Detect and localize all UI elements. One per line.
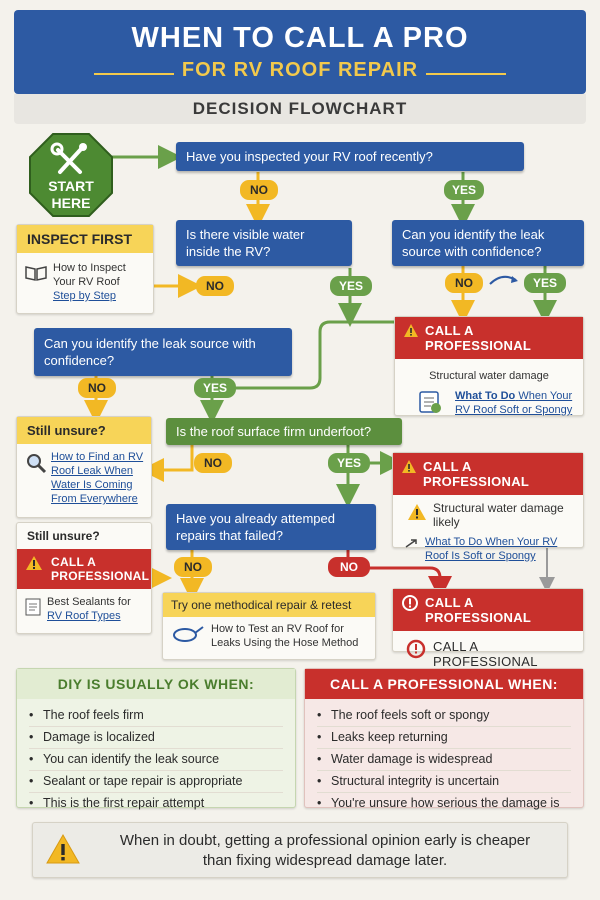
still-unsure-pro-label: CALL A PROFESSIONAL — [51, 555, 150, 583]
still-unsure-card-1: Still unsure? How to Find an RV Roof Lea… — [16, 416, 152, 518]
hose-icon — [173, 626, 204, 642]
start-badge: START HERE — [28, 132, 114, 218]
pro-list: The roof feels soft or spongy Leaks keep… — [305, 699, 583, 820]
answer-no: NO — [78, 378, 116, 398]
list-item: You can identify the leak source — [29, 749, 283, 771]
list-item: The roof feels soft or spongy — [317, 705, 571, 727]
answer-yes: YES — [524, 273, 566, 293]
footer-line-1: When in doubt, getting a professional op… — [119, 832, 531, 849]
list-item: Structural integrity is uncertain — [317, 771, 571, 793]
list-item: Damage is localized — [29, 727, 283, 749]
answer-yes: YES — [194, 378, 236, 398]
page-header: WHEN TO CALL A PRO FOR RV ROOF REPAIR — [14, 10, 586, 94]
question-inspected-recently: Have you inspected your RV roof recently… — [176, 142, 524, 171]
call-professional-title: CALL A PROFESSIONAL — [425, 323, 532, 353]
retest-card: Try one methodical repair & retest How t… — [162, 592, 376, 660]
start-octagon-icon — [29, 133, 113, 217]
list-item: You're unsure how serious the damage is — [317, 793, 571, 814]
list-item: The roof feels firm — [29, 705, 283, 727]
call-professional-card-1: CALL A PROFESSIONAL Structural water dam… — [394, 316, 584, 416]
list-item: Water damage is widespread — [317, 749, 571, 771]
footer-note: When in doubt, getting a professional op… — [32, 822, 568, 878]
question-identify-leak-left: Can you identify the leak source with co… — [34, 328, 292, 376]
pro-card-3-body: CALL A PROFESSIONAL — [433, 639, 538, 669]
document-icon — [25, 598, 41, 616]
inspect-guide-text: How to Inspect Your RV Roof — [53, 262, 126, 288]
section-title: DECISION FLOWCHART — [14, 94, 586, 124]
pro-panel-title: CALL A PROFESSIONAL WHEN: — [305, 669, 583, 699]
call-professional-card-2: CALL A PROFESSIONAL Structural water dam… — [392, 452, 584, 562]
answer-no: NO — [174, 557, 212, 577]
link-bold-part: What To Do — [455, 390, 516, 402]
hose-method-text: How to Test an RV Roof for Leaks Using t… — [211, 623, 359, 649]
divider-left — [94, 73, 174, 75]
call-professional-title: CALL A PROFESSIONAL — [425, 595, 532, 625]
find-leak-link[interactable]: How to Find an RV Roof Leak When Water I… — [51, 451, 144, 505]
pro-card-2-link[interactable]: What To Do When Your RV Roof Is Soft or … — [425, 536, 558, 562]
checklist-icon — [419, 391, 441, 413]
pro-card-1-body: Structural water damage — [429, 370, 549, 382]
question-identify-leak-right: Can you identify the leak source with co… — [392, 220, 584, 266]
still-unsure-title: Still unsure? — [17, 417, 151, 444]
book-icon — [25, 266, 47, 281]
link-rest: When Your RV Roof Soft or Spongy — [455, 390, 573, 416]
still-unsure-title: Still unsure? — [27, 529, 100, 543]
start-label: START — [48, 178, 94, 194]
pro-panel: CALL A PROFESSIONAL WHEN: The roof feels… — [304, 668, 584, 810]
list-item: This is the first repair attempt — [29, 793, 283, 814]
pro-card-2-body: Structural water damage likely — [433, 501, 564, 529]
inspect-first-card: INSPECT FIRST How to Inspect Your RV Roo… — [16, 224, 154, 314]
retest-title: Try one methodical repair & retest — [163, 593, 375, 617]
call-professional-title: CALL A PROFESSIONAL — [423, 459, 530, 489]
curved-arrow-icon — [489, 275, 518, 285]
warning-icon — [402, 460, 416, 473]
question-visible-water: Is there visible water inside the RV? — [176, 220, 352, 266]
question-roof-firm: Is the roof surface firm underfoot? — [166, 418, 402, 445]
inspect-guide-link[interactable]: Step by Step — [53, 290, 116, 302]
magnifier-icon — [27, 454, 47, 474]
divider-right — [426, 73, 506, 75]
inspect-first-title: INSPECT FIRST — [17, 225, 153, 253]
answer-no: NO — [194, 453, 232, 473]
diy-panel-title: DIY IS USUALLY OK WHEN: — [17, 669, 295, 699]
warning-icon — [408, 504, 426, 520]
sealants-link[interactable]: RV Roof Types — [47, 610, 121, 622]
list-item: Sealant or tape repair is appropriate — [29, 771, 283, 793]
pro-card-1-link[interactable]: What To Do When Your RV Roof Soft or Spo… — [455, 389, 577, 417]
answer-yes: YES — [328, 453, 370, 473]
answer-no: NO — [445, 273, 483, 293]
diy-panel: DIY IS USUALLY OK WHEN: The roof feels f… — [16, 668, 296, 810]
alarm-icon — [406, 639, 426, 659]
diy-list: The roof feels firm Damage is localized … — [17, 699, 295, 820]
answer-no-red: NO — [328, 557, 370, 577]
call-professional-card-3: CALL A PROFESSIONAL CALL A PROFESSIONAL — [392, 588, 584, 669]
page-subtitle: FOR RV ROOF REPAIR — [181, 59, 419, 81]
here-label: HERE — [51, 195, 91, 211]
warning-icon — [404, 324, 418, 337]
list-item: Leaks keep returning — [317, 727, 571, 749]
answer-yes: YES — [444, 180, 484, 200]
footer-line-2: than fixing widespread damage later. — [202, 852, 448, 869]
page-title: WHEN TO CALL A PRO — [131, 22, 469, 54]
sealants-text: Best Sealants for — [47, 596, 131, 608]
answer-no: NO — [240, 180, 278, 200]
answer-yes: YES — [330, 276, 372, 296]
alert-circle-icon — [402, 595, 418, 611]
warning-icon — [46, 833, 80, 864]
arrow-icon — [405, 539, 417, 548]
still-unsure-card-2: Still unsure? CALL A PROFESSIONAL Best S… — [16, 522, 152, 634]
warning-icon — [26, 556, 42, 570]
answer-no: NO — [196, 276, 234, 296]
question-failed-repairs: Have you already attemped repairs that f… — [166, 504, 376, 550]
